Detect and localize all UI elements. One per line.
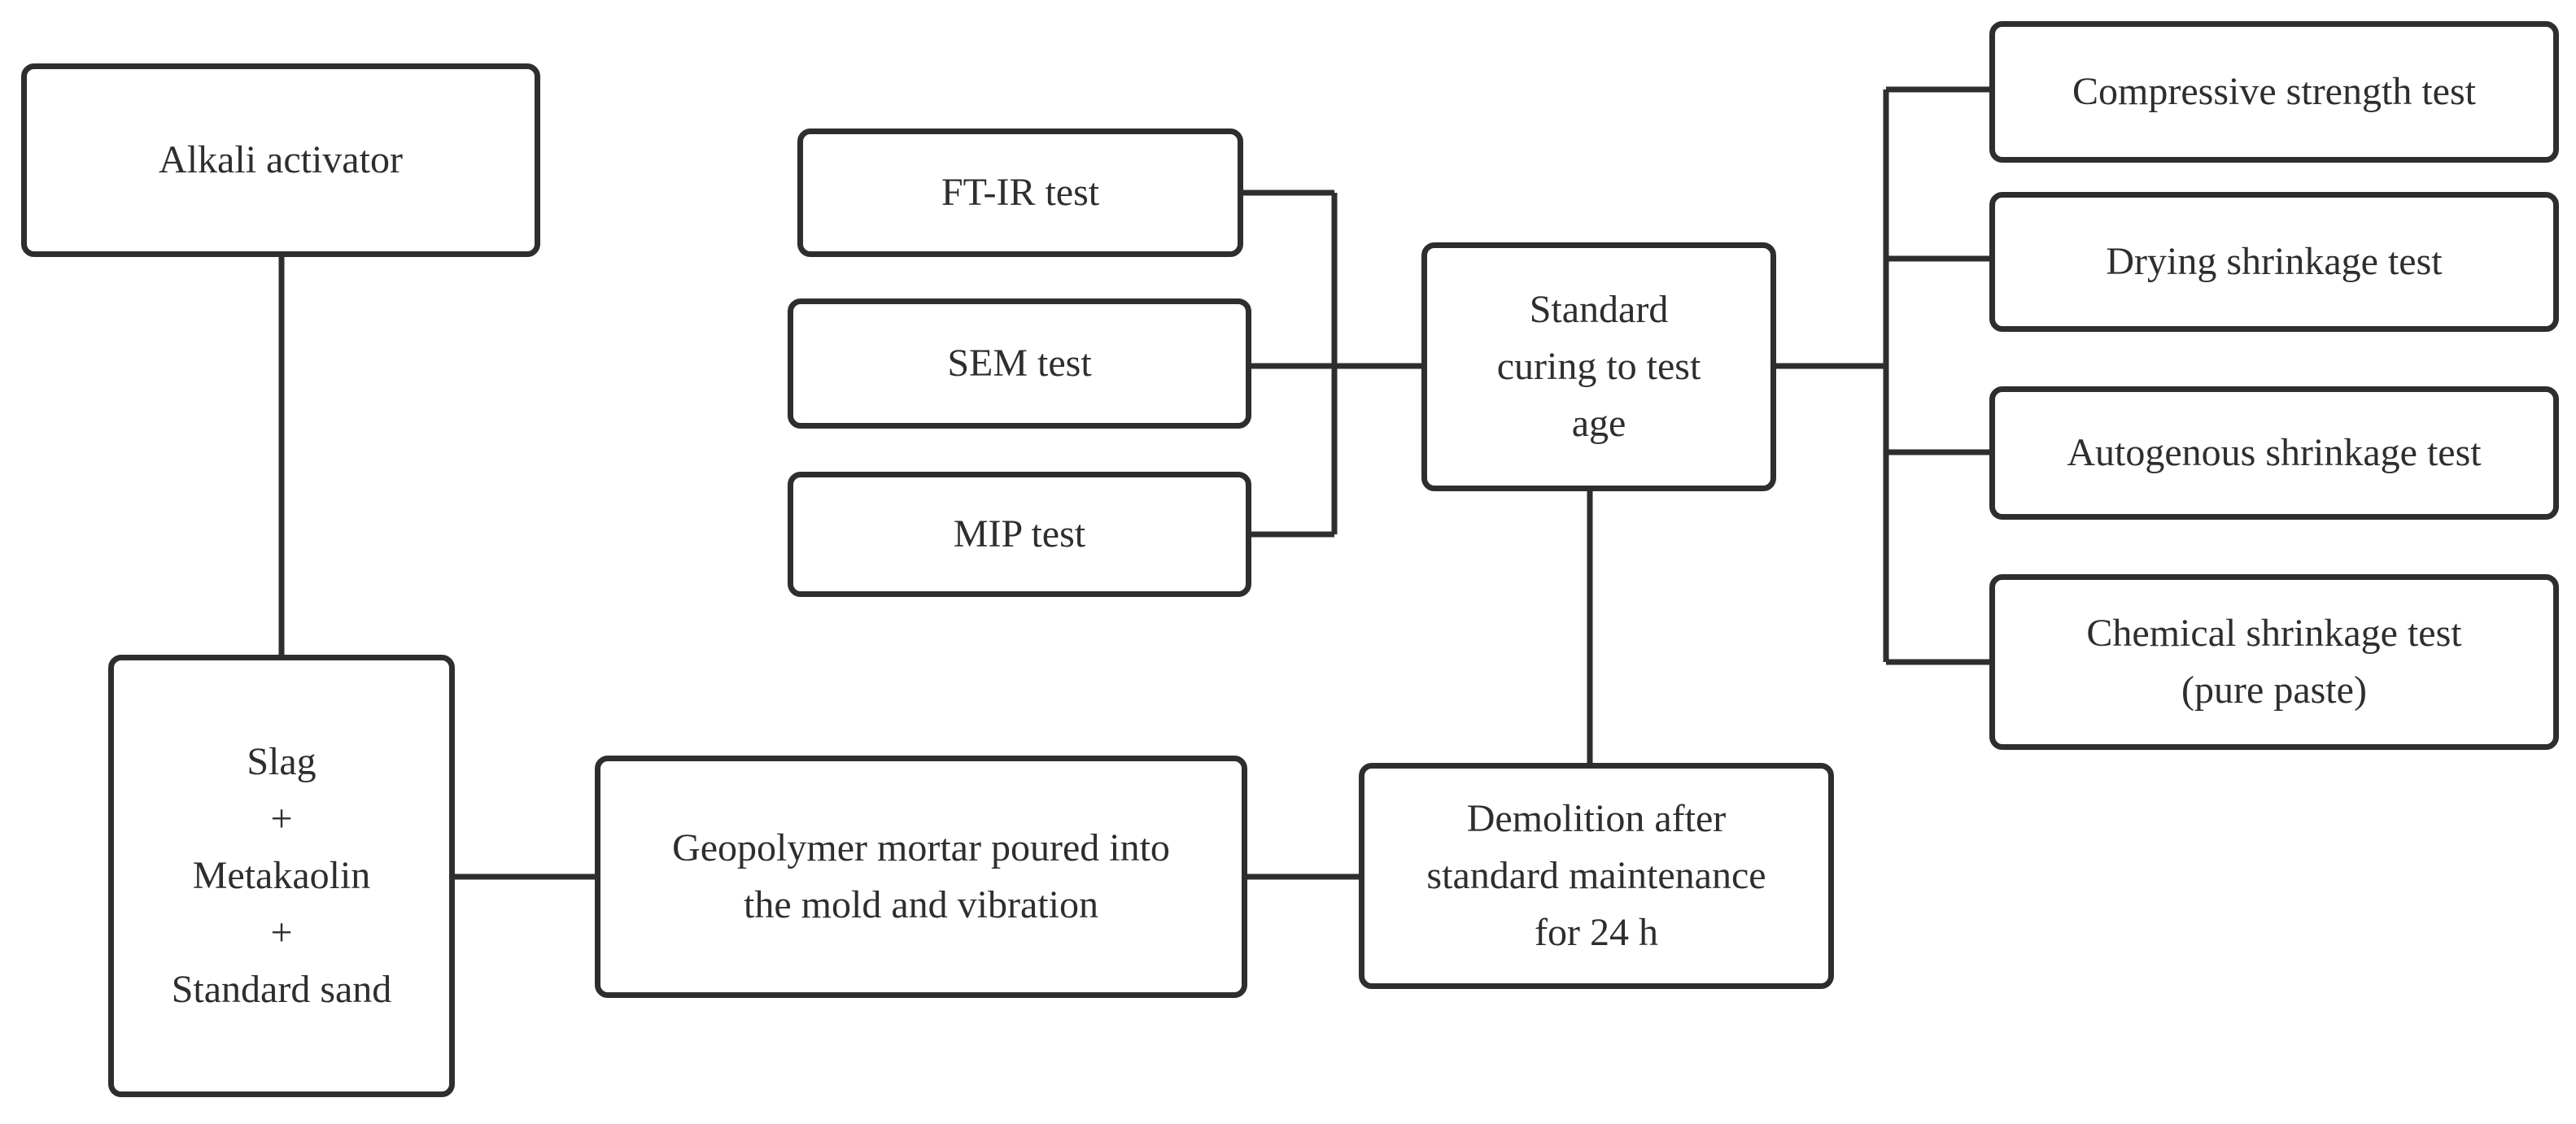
- raw-materials-box: Slag + Metakaolin + Standard sand: [108, 655, 455, 1097]
- mortar-casting-box: Geopolymer mortar poured into the mold a…: [595, 756, 1247, 998]
- raw-materials-stack: Slag + Metakaolin + Standard sand: [172, 734, 392, 1018]
- chemical-shrinkage-line-2: (pure paste): [2181, 669, 2367, 712]
- chemical-shrinkage-test-box: Chemical shrinkage test (pure paste): [1989, 574, 2559, 750]
- demolition-box: Demolition after standard maintenance fo…: [1359, 763, 1834, 989]
- demolition-line-1: Demolition after: [1466, 797, 1727, 840]
- mortar-casting-stack: Geopolymer mortar poured into the mold a…: [672, 820, 1170, 934]
- metakaolin-label: Metakaolin: [192, 854, 371, 897]
- demolition-line-2: standard maintenance: [1426, 854, 1766, 897]
- autogenous-shrinkage-test-box: Autogenous shrinkage test: [1989, 386, 2559, 520]
- mortar-line-2: the mold and vibration: [744, 883, 1098, 926]
- ftir-test-box: FT-IR test: [797, 129, 1243, 257]
- drying-shrinkage-test-label: Drying shrinkage test: [2106, 240, 2443, 283]
- plus-sign-2: +: [270, 911, 293, 954]
- curing-line-2: curing to test: [1496, 345, 1701, 388]
- compressive-strength-test-label: Compressive strength test: [2072, 70, 2476, 113]
- sem-test-label: SEM test: [947, 342, 1092, 385]
- chemical-shrinkage-line-1: Chemical shrinkage test: [2086, 612, 2462, 655]
- demolition-line-3: for 24 h: [1535, 911, 1658, 954]
- compressive-strength-test-box: Compressive strength test: [1989, 21, 2559, 163]
- mip-test-box: MIP test: [788, 472, 1251, 597]
- standard-sand-label: Standard sand: [171, 968, 392, 1011]
- slag-label: Slag: [247, 740, 317, 783]
- chemical-shrinkage-stack: Chemical shrinkage test (pure paste): [2086, 605, 2461, 719]
- sem-test-box: SEM test: [788, 298, 1251, 429]
- demolition-stack: Demolition after standard maintenance fo…: [1426, 791, 1766, 961]
- curing-line-1: Standard: [1529, 288, 1669, 331]
- alkali-activator-label: Alkali activator: [159, 138, 403, 181]
- standard-curing-stack: Standard curing to test age: [1497, 281, 1701, 452]
- plus-sign-1: +: [270, 797, 293, 840]
- autogenous-shrinkage-test-label: Autogenous shrinkage test: [2067, 431, 2482, 474]
- ftir-test-label: FT-IR test: [941, 171, 1100, 214]
- curing-line-3: age: [1571, 402, 1626, 445]
- mortar-line-1: Geopolymer mortar poured into: [672, 826, 1170, 869]
- drying-shrinkage-test-box: Drying shrinkage test: [1989, 192, 2559, 332]
- standard-curing-box: Standard curing to test age: [1421, 242, 1776, 491]
- alkali-activator-box: Alkali activator: [21, 63, 540, 257]
- mip-test-label: MIP test: [953, 512, 1086, 555]
